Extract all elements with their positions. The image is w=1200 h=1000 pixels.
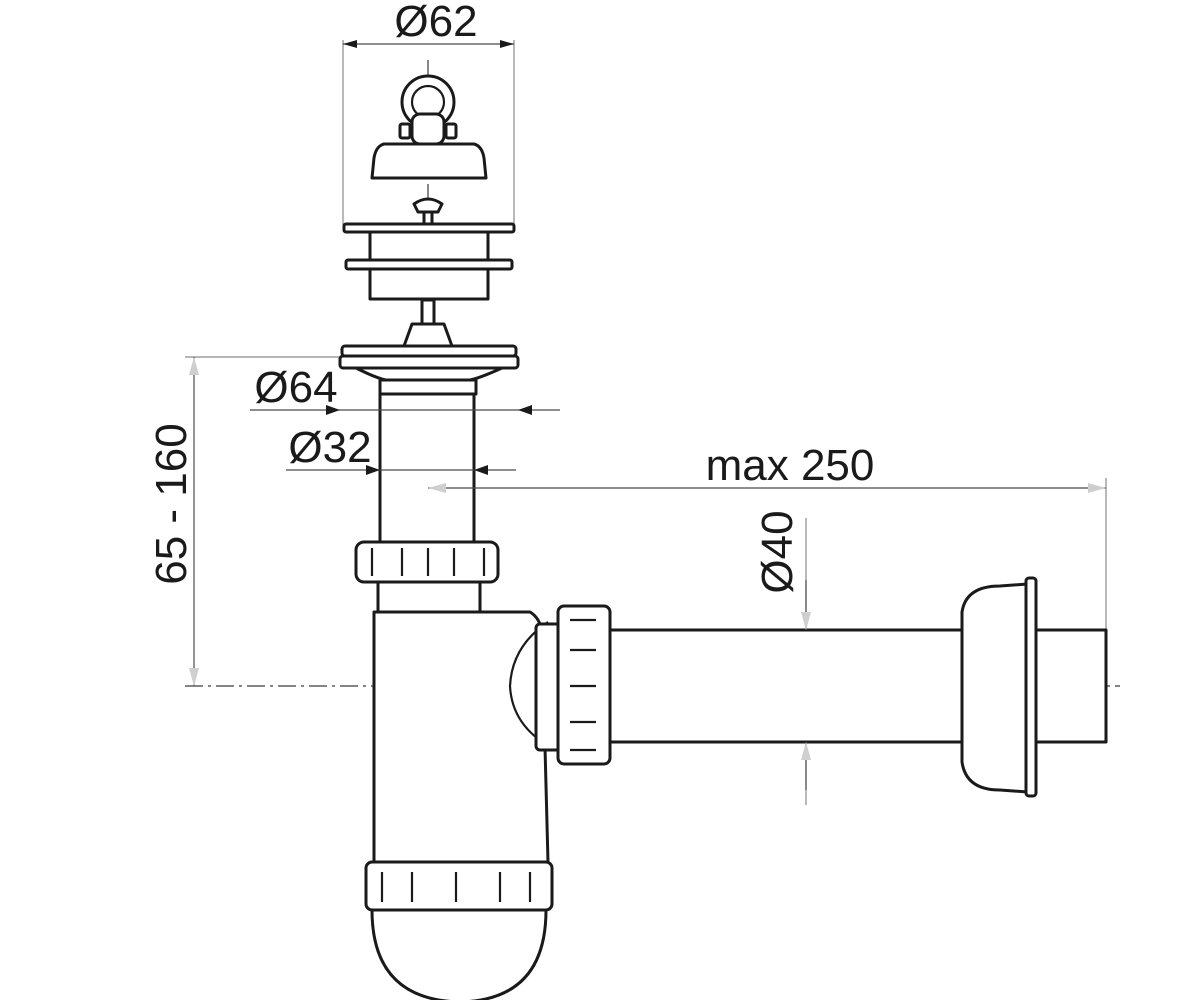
outlet-pipe (608, 628, 966, 744)
dim-strainer (343, 40, 514, 48)
bottle-cup (364, 860, 554, 1000)
dim-length (428, 483, 1106, 493)
label-strainer-diameter: Ø62 (394, 0, 477, 46)
label-outlet-diameter: Ø40 (753, 510, 802, 593)
label-flange-diameter: Ø64 (254, 363, 337, 412)
dim-flange (250, 405, 560, 415)
extension-lines (185, 40, 1107, 805)
label-height-range: 65 - 160 (147, 423, 196, 584)
dim-height (189, 357, 199, 686)
stopper-plug (370, 74, 488, 180)
upper-nut (354, 540, 500, 614)
strainer-basket (342, 197, 516, 326)
side-nut (534, 604, 612, 766)
vertical-tube (378, 392, 476, 546)
drain-flange (338, 322, 520, 396)
label-tube-diameter: Ø32 (288, 423, 371, 472)
bottle-body (372, 610, 553, 864)
wall-rosette (960, 576, 1108, 798)
dim-outlet (801, 580, 811, 790)
label-length: max 250 (706, 441, 875, 490)
dim-tube (286, 465, 516, 475)
center-lines (185, 60, 1120, 1000)
